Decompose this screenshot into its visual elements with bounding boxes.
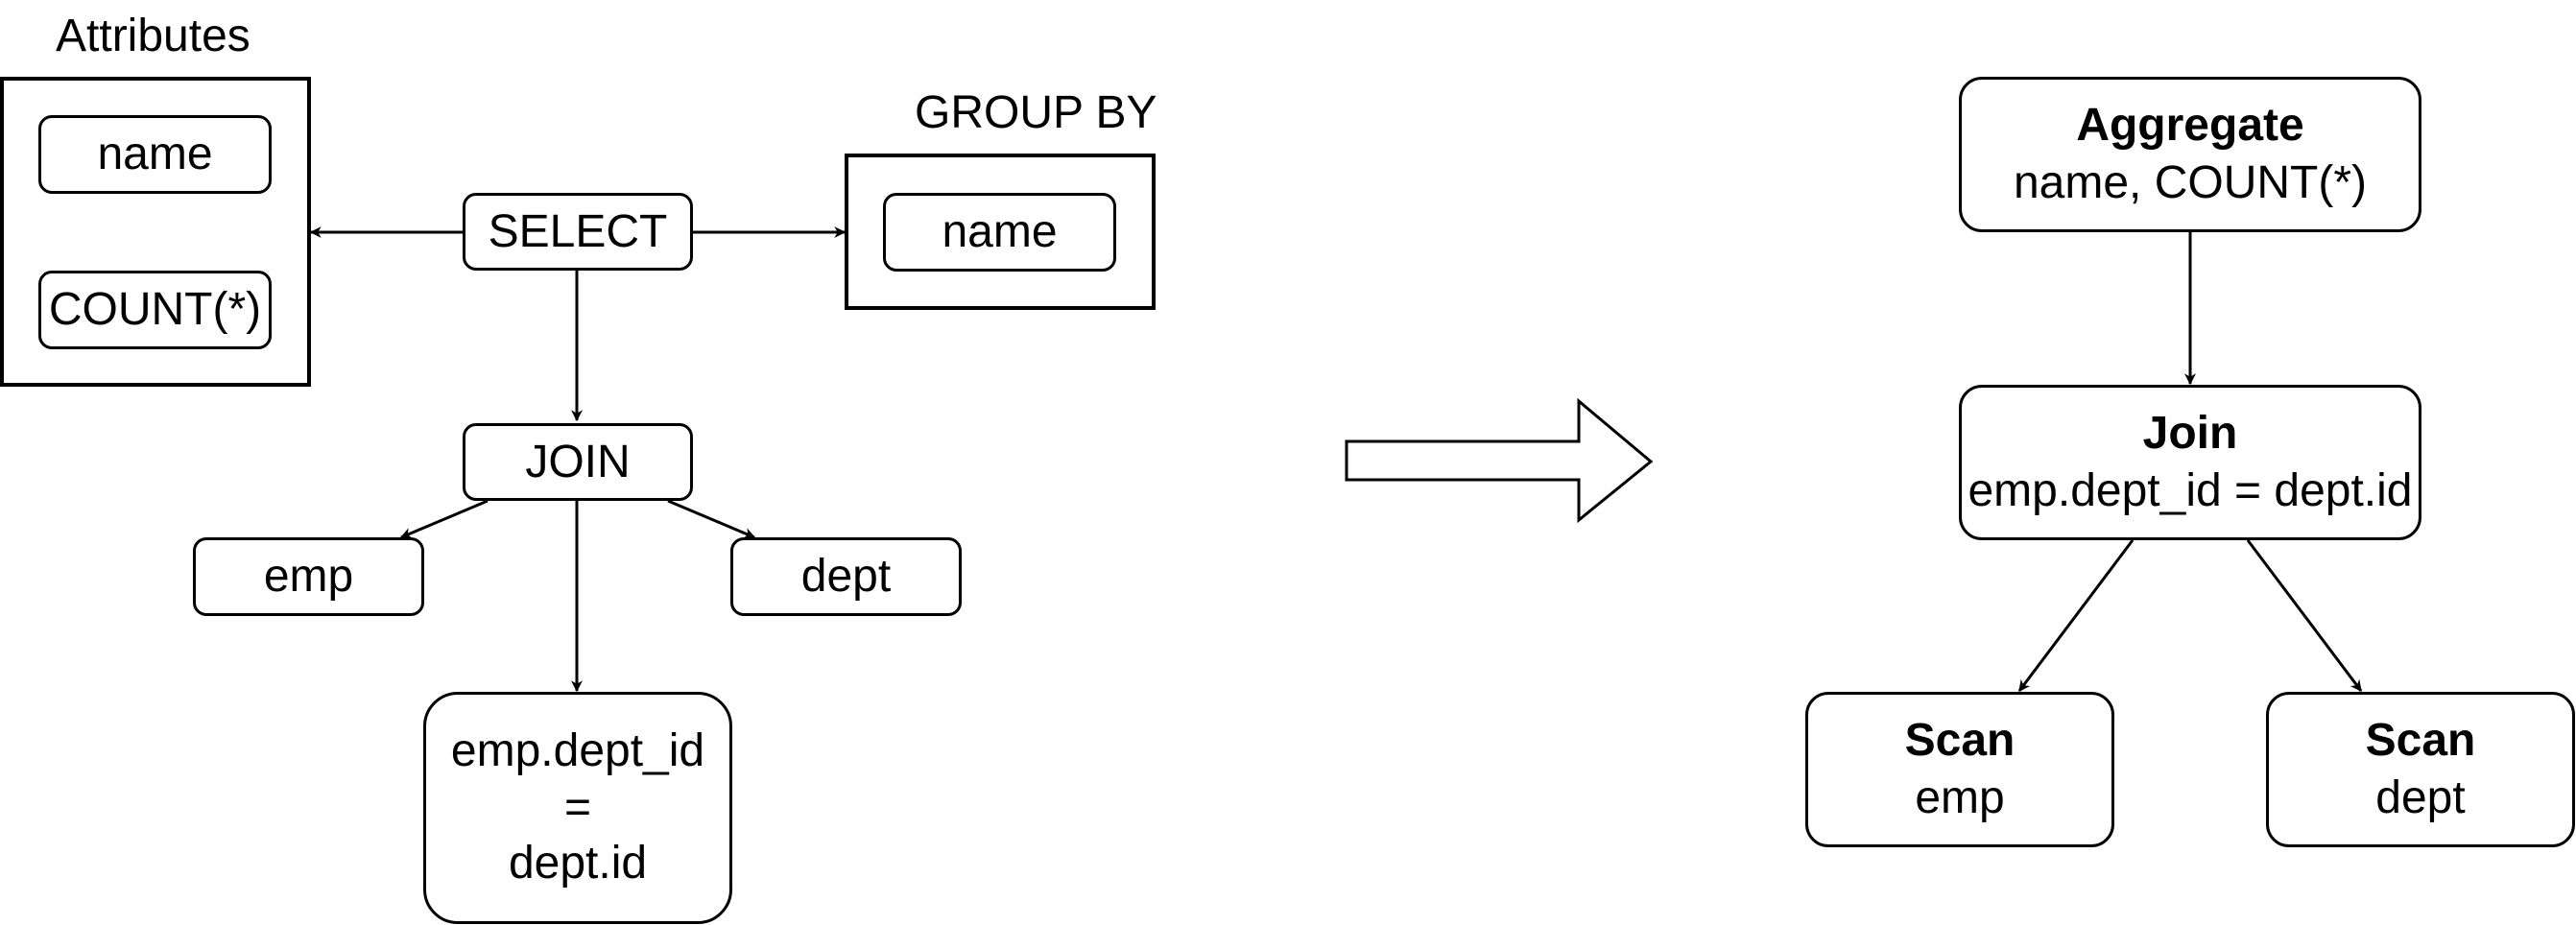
edge-join-to-emp bbox=[399, 499, 489, 539]
edge-join-to-dept bbox=[667, 499, 756, 539]
condition-operator: = bbox=[563, 781, 592, 833]
condition-left: emp.dept_id bbox=[450, 725, 705, 777]
join-condition: emp.dept_id = dept.id bbox=[423, 692, 732, 924]
select-node: SELECT bbox=[463, 193, 693, 271]
attribute-count: COUNT(*) bbox=[38, 271, 272, 349]
condition-right: dept.id bbox=[508, 838, 648, 889]
aggregate-title: Aggregate bbox=[2076, 100, 2304, 151]
attributes-title: Attributes bbox=[56, 11, 250, 61]
join-plan-node: Join emp.dept_id = dept.id bbox=[1959, 385, 2421, 540]
scan-emp-title: Scan bbox=[1904, 715, 2015, 766]
aggregate-detail: name, COUNT(*) bbox=[2013, 157, 2368, 208]
attribute-name: name bbox=[38, 115, 272, 194]
join-detail: emp.dept_id = dept.id bbox=[1968, 465, 2413, 516]
scan-dept-detail: dept bbox=[2375, 772, 2466, 823]
table-emp: emp bbox=[193, 537, 424, 616]
groupby-title: GROUP BY bbox=[915, 87, 1157, 138]
scan-emp-node: Scan emp bbox=[1805, 692, 2114, 847]
join-node: JOIN bbox=[463, 423, 693, 501]
transform-arrow-icon bbox=[1345, 397, 1654, 524]
join-title: Join bbox=[2142, 408, 2238, 459]
aggregate-node: Aggregate name, COUNT(*) bbox=[1959, 77, 2421, 232]
edge-join-to-scan-emp bbox=[2017, 539, 2135, 692]
scan-dept-node: Scan dept bbox=[2266, 692, 2575, 847]
scan-emp-detail: emp bbox=[1915, 772, 2005, 823]
groupby-name: name bbox=[883, 193, 1116, 272]
edge-join-to-scan-dept bbox=[2246, 539, 2363, 692]
table-dept: dept bbox=[730, 537, 962, 616]
scan-dept-title: Scan bbox=[2365, 715, 2476, 766]
